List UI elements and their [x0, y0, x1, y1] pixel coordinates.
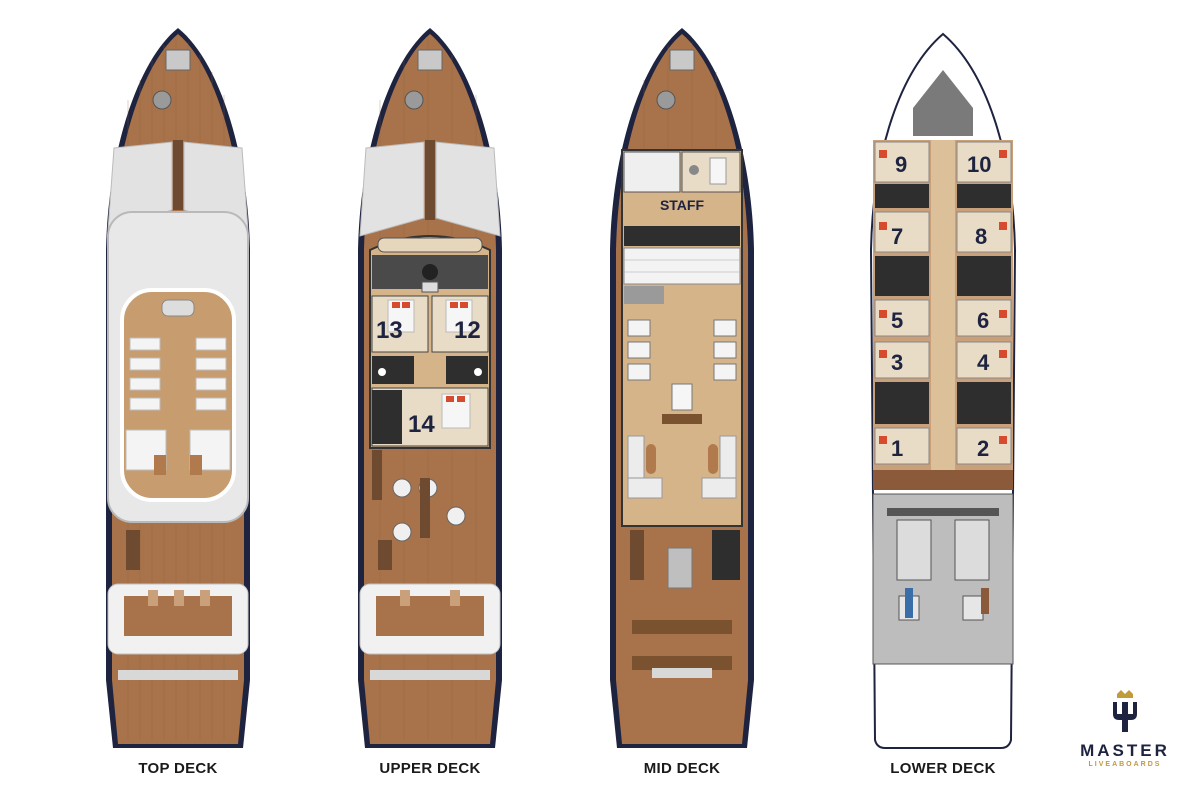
deck-label-mid: MID DECK — [643, 760, 721, 777]
upper-deck-plan: 13 12 14 — [358, 28, 502, 748]
brand-subtitle: LIVEABOARDS — [1088, 761, 1162, 768]
mid-deck: STAFF MID DECK — [582, 0, 782, 799]
upper-deck: 13 12 14 UPPER DECK — [330, 0, 530, 799]
staff-area-label: STAFF — [660, 197, 705, 213]
cabin-number-1: 1 — [891, 436, 903, 461]
trident-crown-icon — [1113, 690, 1137, 732]
lower-deck: 9 10 7 8 5 6 3 4 1 2 LOWER DECK — [843, 0, 1043, 799]
brand-logo: MASTER LIVEABOARDS — [1070, 688, 1180, 768]
cabin-number-8: 8 — [975, 224, 987, 249]
cabin-number-13: 13 — [376, 317, 403, 344]
cabin-number-6: 6 — [977, 308, 989, 333]
cabin-number-5: 5 — [891, 308, 903, 333]
lower-deck-plan: 9 10 7 8 5 6 3 4 1 2 — [869, 32, 1017, 749]
deck-label-top: TOP DECK — [138, 760, 218, 777]
cabin-number-2: 2 — [977, 436, 989, 461]
cabin-number-14: 14 — [408, 411, 435, 438]
cabin-number-7: 7 — [891, 224, 903, 249]
cabin-number-10: 10 — [967, 152, 991, 177]
cabin-number-3: 3 — [891, 350, 903, 375]
cabin-number-4: 4 — [977, 350, 990, 375]
deck-label-upper: UPPER DECK — [379, 760, 481, 777]
brand-name: MASTER — [1080, 741, 1170, 760]
deck-label-lower: LOWER DECK — [890, 760, 996, 777]
cabin-blocks — [874, 141, 1012, 465]
cabin-number-12: 12 — [454, 317, 481, 344]
top-deck-plan — [106, 28, 250, 748]
mid-deck-plan: STAFF — [610, 28, 754, 748]
cabin-number-9: 9 — [895, 152, 907, 177]
top-deck: TOP DECK — [78, 0, 278, 799]
